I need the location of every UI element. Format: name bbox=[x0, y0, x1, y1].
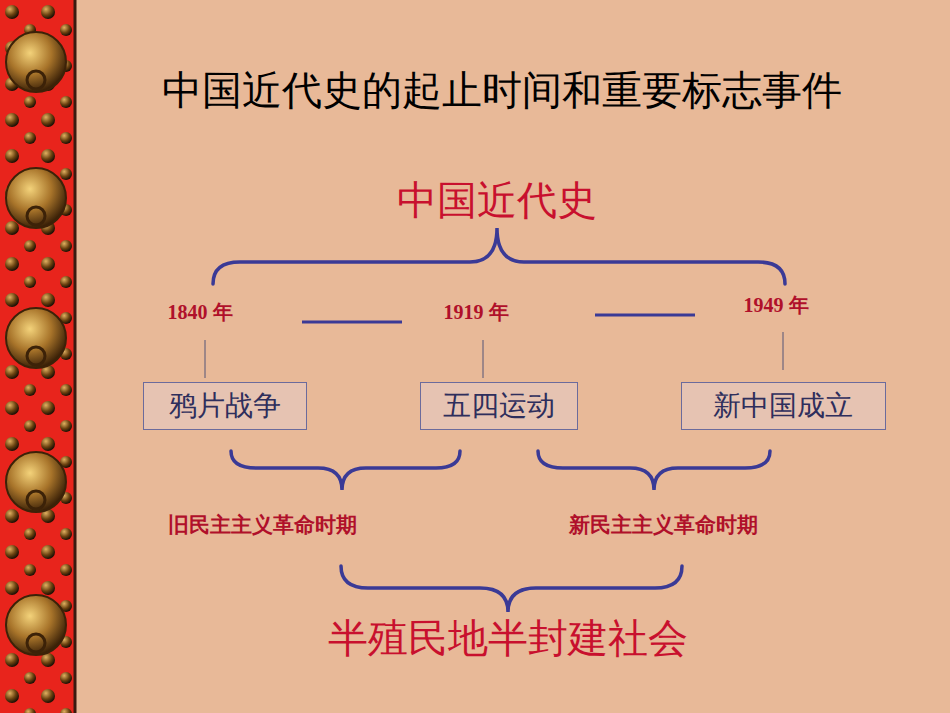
stud-row bbox=[0, 0, 74, 713]
period-label: 旧民主主义革命时期 bbox=[168, 513, 357, 537]
left-brace bbox=[231, 451, 460, 490]
society-label: 半殖民地半封建社会 bbox=[328, 615, 688, 661]
leader-line bbox=[205, 340, 206, 378]
bottom-brace bbox=[341, 566, 682, 612]
event-box: 五四运动 bbox=[420, 382, 578, 430]
era-heading: 中国近代史 bbox=[397, 177, 597, 223]
event-text: 五四运动 bbox=[443, 390, 555, 422]
leader-line bbox=[783, 332, 784, 370]
period-dash bbox=[302, 321, 402, 324]
year-label: 1840 年 bbox=[168, 301, 233, 324]
year-label: 1919 年 bbox=[444, 301, 509, 324]
period-label: 新民主主义革命时期 bbox=[569, 513, 758, 537]
year-label: 1949 年 bbox=[744, 294, 809, 317]
lion-knockers bbox=[6, 32, 66, 655]
event-box: 鸦片战争 bbox=[143, 382, 307, 430]
event-text: 鸦片战争 bbox=[169, 390, 281, 422]
right-brace bbox=[538, 451, 770, 490]
event-box: 新中国成立 bbox=[681, 382, 886, 430]
strip-edge bbox=[74, 0, 77, 713]
leader-line bbox=[483, 340, 484, 378]
top-brace bbox=[213, 228, 785, 284]
slide-title: 中国近代史的起止时间和重要标志事件 bbox=[162, 67, 842, 113]
red-strip bbox=[0, 0, 74, 713]
event-text: 新中国成立 bbox=[713, 390, 853, 422]
period-dash bbox=[595, 314, 695, 317]
